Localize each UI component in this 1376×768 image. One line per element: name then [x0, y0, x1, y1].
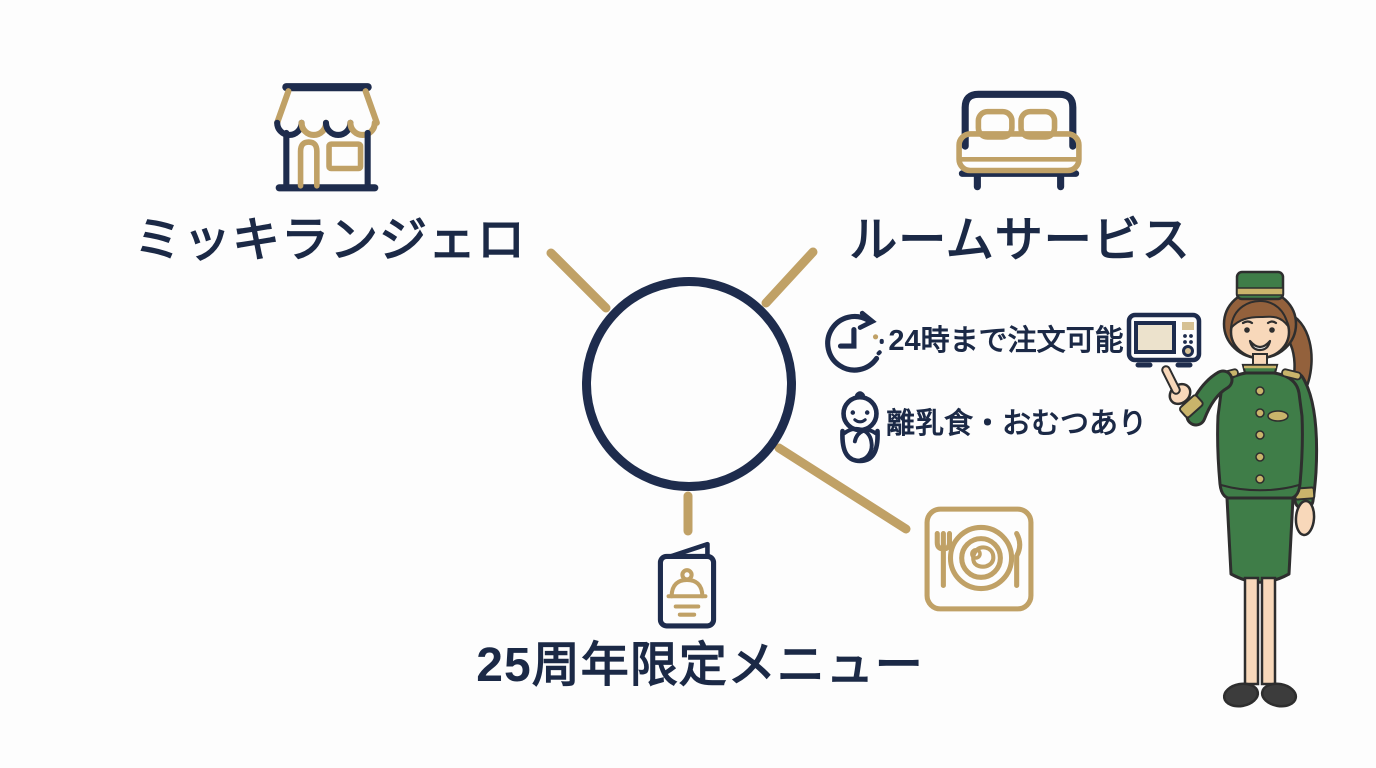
- connector-shop: [546, 248, 611, 313]
- shop-label: ミッキランジェロ: [133, 214, 526, 267]
- storefront-icon: [274, 83, 380, 192]
- skirt: [1225, 496, 1295, 584]
- pointing-hand: [1161, 365, 1192, 406]
- legs: [1243, 576, 1277, 686]
- room-service-hours-text: 24時まで注文可能: [888, 325, 1124, 357]
- clock-24h-icon: [825, 310, 884, 373]
- face-details: [1241, 320, 1278, 352]
- bellhop-hat: [1235, 270, 1285, 301]
- hub-circle: [582, 277, 796, 491]
- room-service-label: ルームサービス: [849, 214, 1191, 267]
- bangs: [1229, 299, 1289, 331]
- microwave-icon: [1126, 312, 1202, 368]
- hand-down: [1294, 499, 1316, 537]
- anniversary-menu-label: 25周年限定メニュー: [476, 639, 924, 692]
- menu-book-icon: [657, 541, 717, 629]
- hotel-bellhop-woman: [1161, 270, 1319, 708]
- connector-dining: [774, 443, 911, 534]
- bed-icon: [956, 90, 1082, 191]
- swaddled-baby-icon: [840, 391, 880, 464]
- name-tag: [1267, 410, 1289, 422]
- baby-supplies-text: 離乳食・おむつあり: [886, 408, 1148, 440]
- shoes: [1222, 682, 1298, 708]
- jacket-buttons: [1255, 386, 1265, 484]
- plate-fork-knife-icon: [924, 506, 1034, 612]
- connector-room-service: [761, 247, 818, 308]
